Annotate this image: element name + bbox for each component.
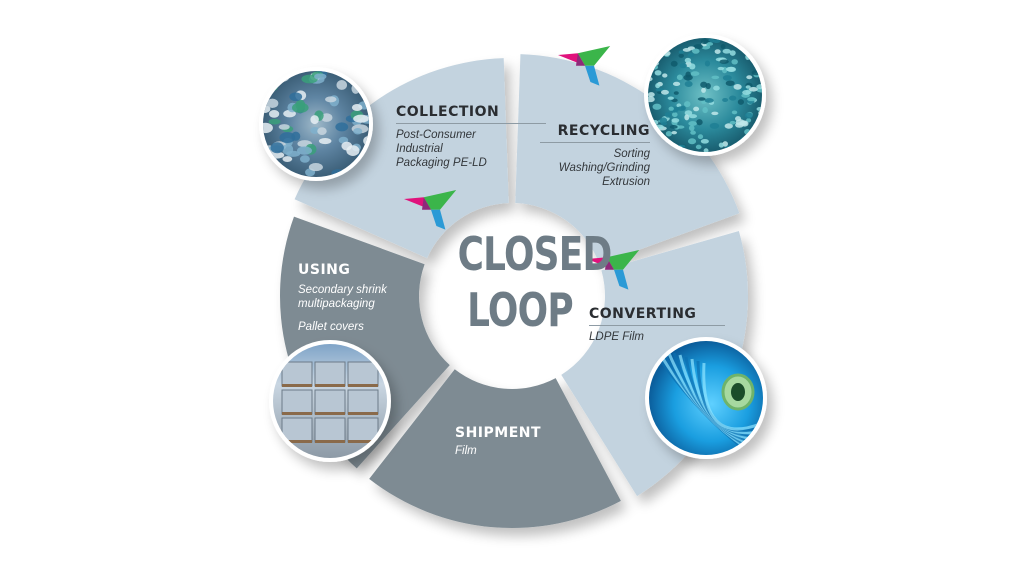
origami-bird-icon-left (404, 190, 457, 230)
photo-blue-film-roll (645, 337, 767, 459)
stage-recycling-divider (540, 142, 650, 143)
stage-converting-divider (589, 325, 725, 326)
stage-using-line1: Secondary shrink (298, 284, 387, 296)
stage-shipment-title: SHIPMENT (455, 425, 542, 441)
stage-recycling-line1: Sorting (613, 148, 650, 160)
stage-collection-line2: Industrial (396, 143, 443, 155)
stage-using-title: USING (298, 262, 351, 278)
stage-collection-divider (396, 123, 546, 124)
stage-using: USING Secondary shrink multipackaging Pa… (298, 262, 418, 334)
center-title-line1: CLOSED (457, 227, 613, 281)
stage-recycling-line3: Extrusion (602, 176, 650, 188)
stage-shipment-line1: Film (455, 445, 477, 457)
stage-converting: CONVERTING LDPE Film (589, 306, 725, 344)
stage-collection-line3: Packaging PE-LD (396, 157, 487, 169)
stage-collection-title: COLLECTION (396, 104, 500, 120)
segment-recycling (515, 54, 740, 265)
stage-converting-title: CONVERTING (589, 306, 697, 322)
stage-collection-line1: Post-Consumer (396, 129, 476, 141)
stage-shipment: SHIPMENT Film (455, 425, 575, 458)
stage-recycling: RECYCLING Sorting Washing/Grinding Extru… (540, 123, 650, 189)
segment-shipment (369, 369, 621, 528)
origami-bird-icon-right (587, 250, 640, 290)
stage-using-line2: multipackaging (298, 298, 375, 310)
segment-collection (294, 58, 509, 259)
stage-converting-line1: LDPE Film (589, 331, 644, 343)
stage-collection: COLLECTION Post-Consumer Industrial Pack… (396, 104, 546, 170)
photo-plastic-waste-bales (259, 67, 373, 181)
stage-recycling-title: RECYCLING (557, 123, 650, 139)
stage-recycling-line2: Washing/Grinding (558, 162, 650, 174)
photo-pallets-with-covers (269, 340, 391, 462)
center-title: CLOSED LOOP (457, 226, 613, 338)
center-title-line2: LOOP (467, 283, 574, 337)
origami-bird-icon-top (558, 46, 611, 86)
photo-recycled-pellets (644, 34, 766, 156)
stage-using-line3: Pallet covers (298, 321, 364, 333)
